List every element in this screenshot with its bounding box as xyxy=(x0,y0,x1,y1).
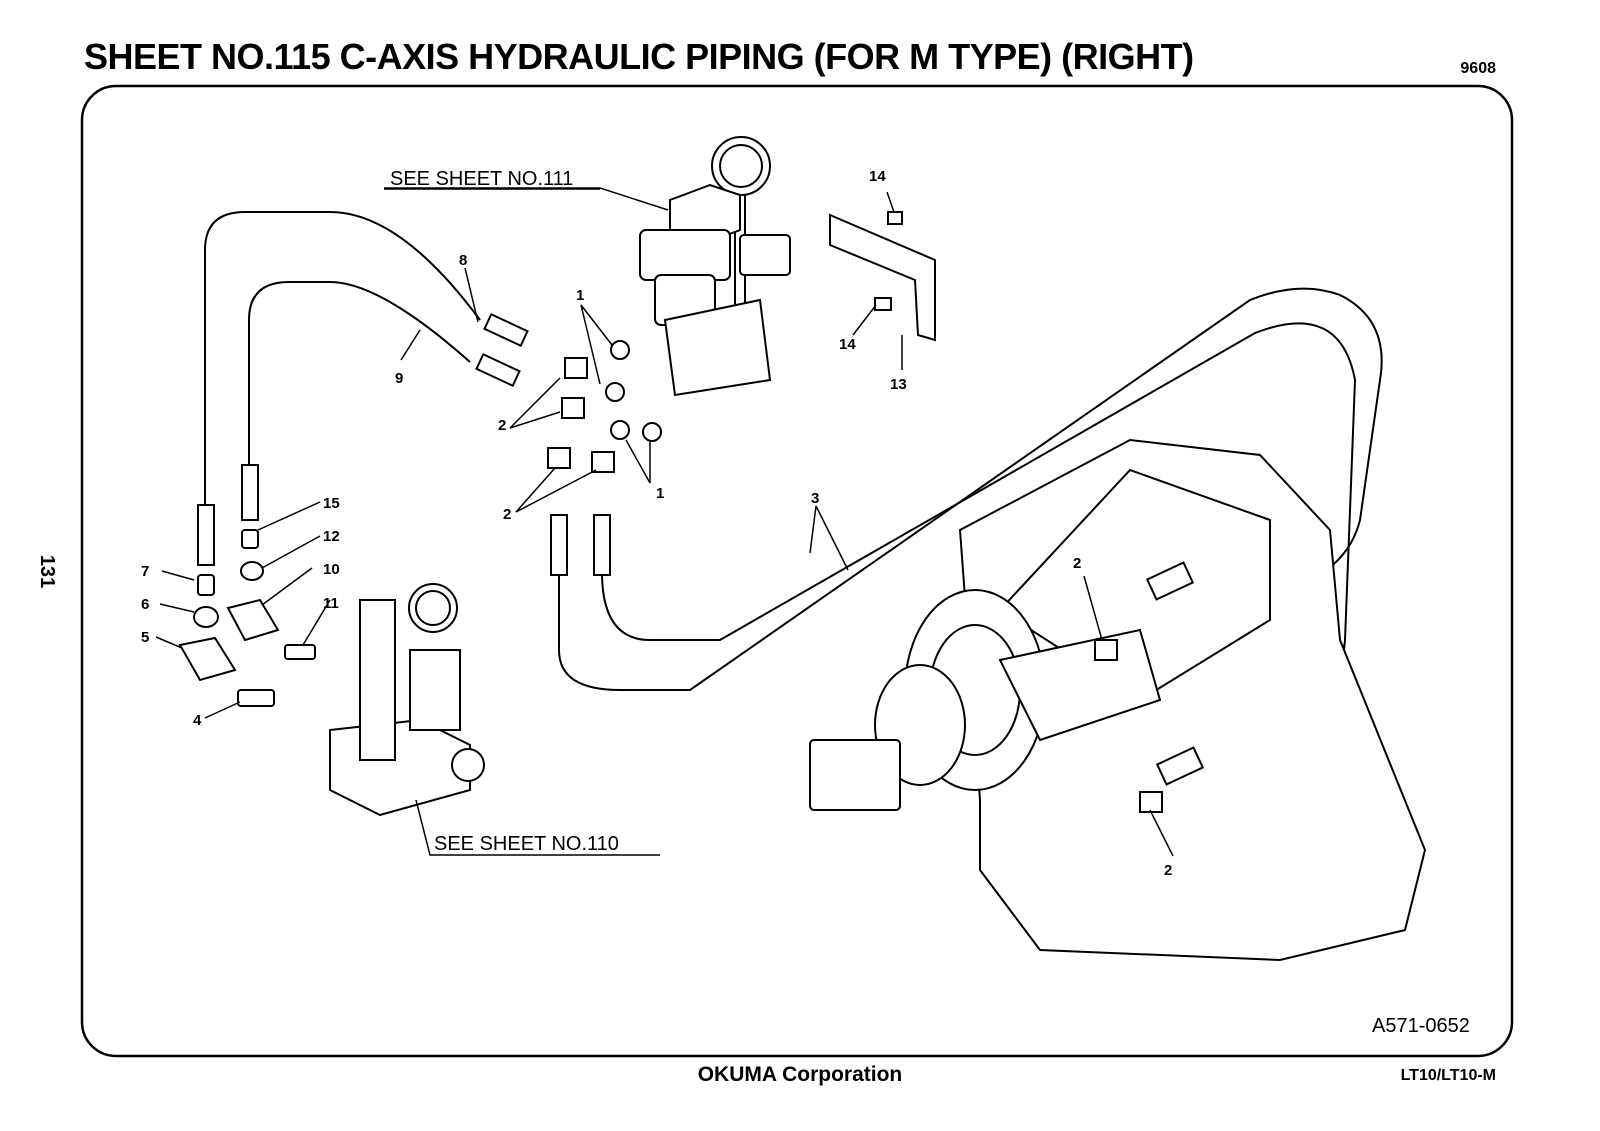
callout-1a: 1 xyxy=(576,287,584,304)
callout-13: 13 xyxy=(890,376,907,393)
callout-14b: 14 xyxy=(839,336,856,353)
left-fittings xyxy=(178,529,316,707)
model-name: LT10/LT10-M xyxy=(1400,1067,1496,1084)
hose-3-outer xyxy=(558,287,1383,691)
drawing-frame xyxy=(80,84,1514,1058)
callout-8: 8 xyxy=(459,252,467,269)
hose-9 xyxy=(248,281,471,472)
callout-2a: 2 xyxy=(498,417,506,434)
bolt-14-lower xyxy=(874,297,892,311)
callout-15: 15 xyxy=(323,495,340,512)
connector-nuts-1 xyxy=(605,340,662,442)
callout-11: 11 xyxy=(323,595,339,612)
reference-upper: SEE SHEET NO.111 xyxy=(390,168,573,190)
c-axis-unit xyxy=(809,438,1427,962)
callout-12: 12 xyxy=(323,528,340,545)
sheet-code: 9608 xyxy=(1460,60,1496,77)
drawing-number: A571-0652 xyxy=(1372,1015,1470,1037)
lower-valve-assembly xyxy=(329,583,485,817)
bolt-14-top xyxy=(887,211,903,225)
sheet-title: SHEET NO.115 C-AXIS HYDRAULIC PIPING (FO… xyxy=(84,36,1194,77)
bracket-13 xyxy=(829,213,936,342)
upper-valve-assembly xyxy=(639,136,791,397)
hose-8 xyxy=(204,211,481,520)
company-name: OKUMA Corporation xyxy=(697,1063,903,1086)
callout-3: 3 xyxy=(811,490,819,507)
callout-7: 7 xyxy=(141,563,149,580)
callout-2c: 2 xyxy=(1073,555,1081,572)
elbow-fittings-upper xyxy=(547,357,615,473)
callout-10: 10 xyxy=(323,561,340,578)
hose-ends xyxy=(197,312,611,576)
callout-9: 9 xyxy=(395,370,403,387)
callout-5: 5 xyxy=(141,629,149,646)
callout-2b: 2 xyxy=(503,506,511,523)
callout-14a: 14 xyxy=(869,168,886,185)
callout-2d: 2 xyxy=(1164,862,1172,879)
callout-4: 4 xyxy=(193,712,202,729)
callout-6: 6 xyxy=(141,596,149,613)
reference-lower: SEE SHEET NO.110 xyxy=(434,833,619,855)
callout-1b: 1 xyxy=(656,485,664,502)
leader-lines xyxy=(155,187,1174,857)
